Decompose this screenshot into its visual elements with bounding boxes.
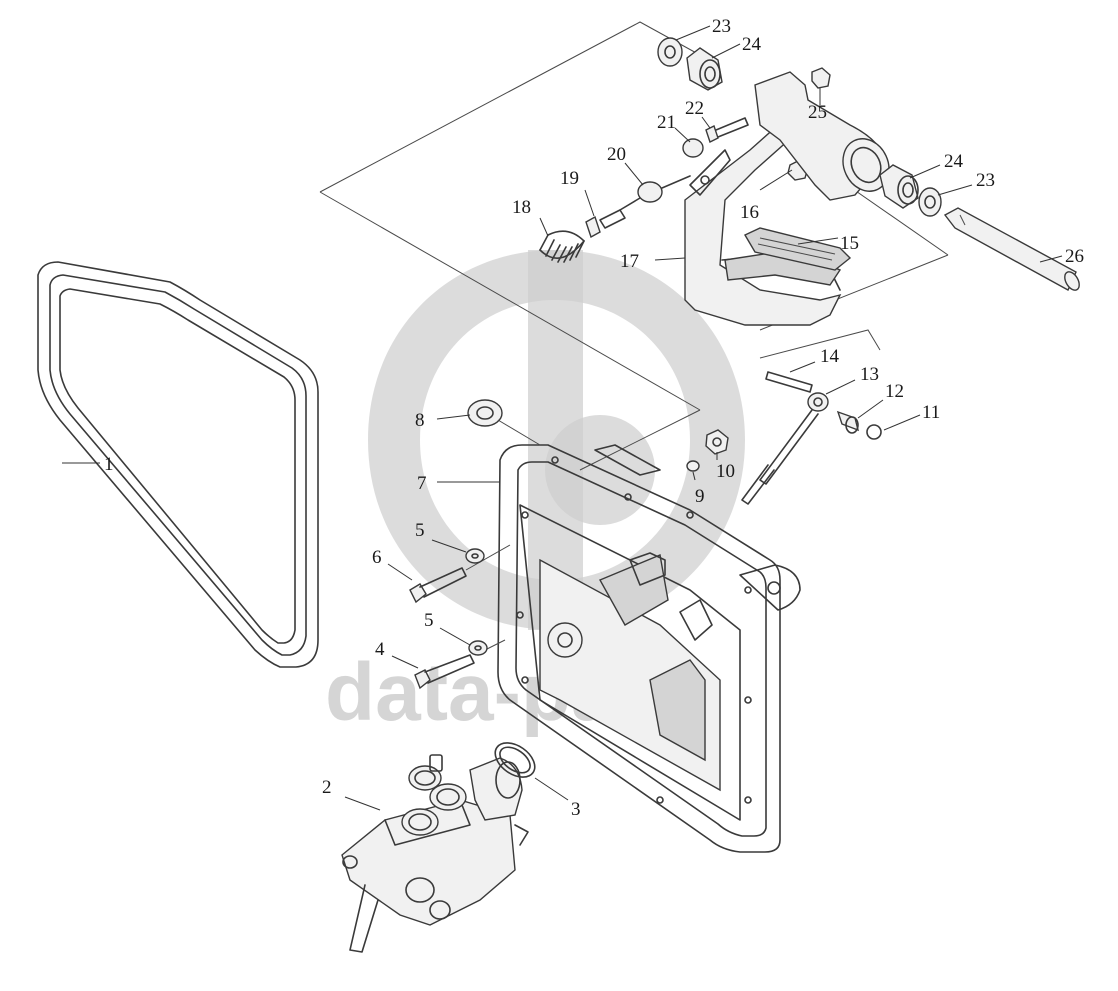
leader-lines <box>62 25 1063 811</box>
shaft-part-26 <box>943 207 1080 291</box>
washer-part-23-top <box>657 37 683 67</box>
cap-part-21 <box>682 138 704 158</box>
callout-3: 3 <box>571 799 581 820</box>
callout-20: 20 <box>607 144 626 165</box>
callout-9: 9 <box>695 486 705 507</box>
callout-6: 6 <box>372 547 382 568</box>
callout-12: 12 <box>885 381 904 402</box>
callout-24-top: 24 <box>742 34 762 55</box>
spring-part-18 <box>539 230 585 263</box>
washer-part-23-right <box>918 187 942 217</box>
callout-23-top: 23 <box>712 16 731 37</box>
bolt-part-14 <box>765 371 813 393</box>
pushrod-part-20 <box>619 175 691 211</box>
bushing-part-12 <box>836 410 860 434</box>
bolt-part-6 <box>409 544 511 604</box>
callout-8: 8 <box>415 410 425 431</box>
callout-10: 10 <box>716 461 735 482</box>
bearing-part-24-top <box>686 47 723 91</box>
bolt-part-4 <box>414 639 506 690</box>
washer-part-5-upper <box>465 548 485 564</box>
nut-part-10 <box>705 429 729 455</box>
callout-1: 1 <box>104 454 114 475</box>
callout-5-upper: 5 <box>415 520 425 541</box>
rod-end-part-13 <box>741 392 829 505</box>
washer-part-8 <box>467 399 541 446</box>
gasket-part-1 <box>37 261 319 668</box>
callout-23-right: 23 <box>976 170 995 191</box>
callout-11: 11 <box>922 402 940 423</box>
callout-26: 26 <box>1065 246 1084 267</box>
washer-part-9 <box>686 460 700 472</box>
callout-14: 14 <box>820 346 840 367</box>
housing-plate-part-7 <box>497 444 801 853</box>
lever-tube-assembly <box>689 71 890 201</box>
callout-15: 15 <box>840 233 859 254</box>
callout-22: 22 <box>685 98 704 119</box>
nut-part-25 <box>811 67 831 89</box>
callout-7: 7 <box>417 473 427 494</box>
washer-part-5-lower <box>468 640 488 656</box>
o-ring-part-3 <box>494 742 536 778</box>
callout-17: 17 <box>620 251 639 272</box>
valve-block-part-2 <box>341 754 529 953</box>
callout-labels: 1 2 3 4 5 5 6 7 8 9 10 11 12 13 14 15 16… <box>104 16 1084 820</box>
circlip-part-11 <box>866 424 882 440</box>
callout-25: 25 <box>808 102 827 123</box>
pedal-pad-part-15 <box>744 227 852 271</box>
callout-19: 19 <box>560 168 579 189</box>
pin-part-19 <box>585 209 626 239</box>
callout-5-lower: 5 <box>424 610 434 631</box>
watermark-logo <box>368 250 745 630</box>
bolt-part-22 <box>705 117 749 143</box>
callout-13: 13 <box>860 364 879 385</box>
callout-18: 18 <box>512 197 531 218</box>
bearing-part-24-right <box>879 164 919 209</box>
callout-16: 16 <box>740 202 759 223</box>
callout-2: 2 <box>322 777 332 798</box>
callout-24-right: 24 <box>944 151 964 172</box>
callout-4: 4 <box>375 639 385 660</box>
callout-21: 21 <box>657 112 676 133</box>
